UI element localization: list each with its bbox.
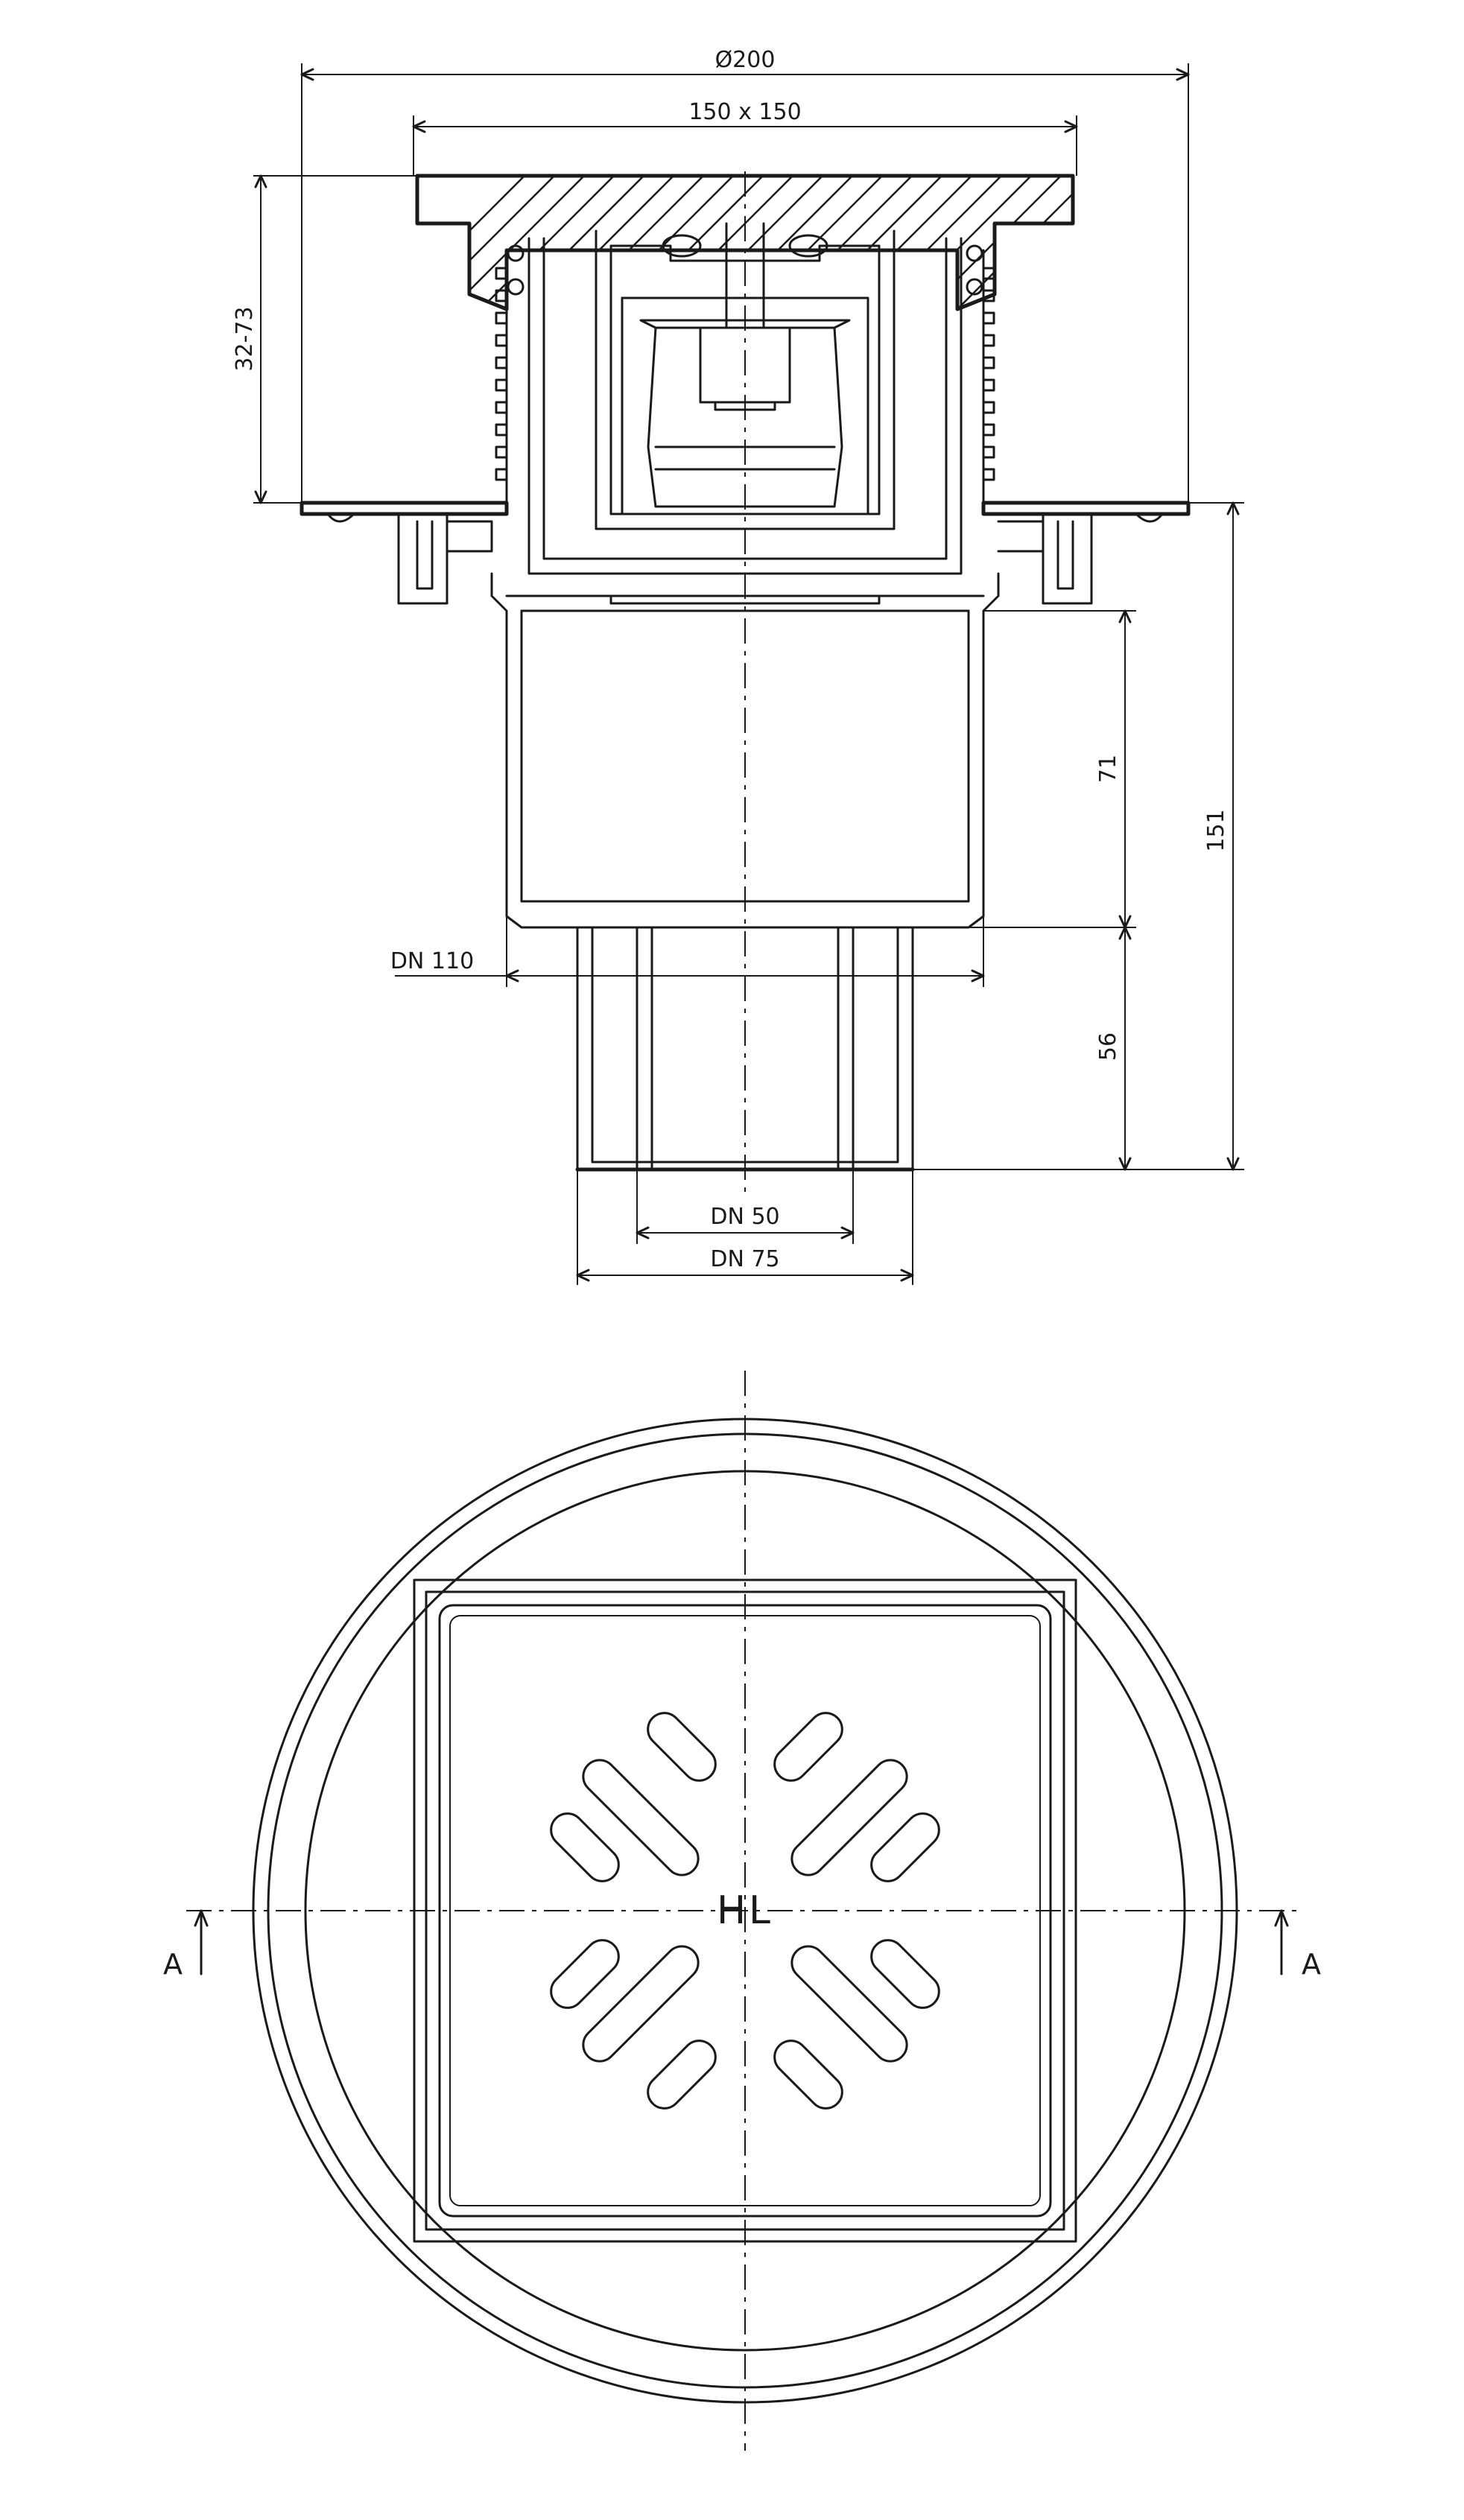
grate-logo: HL: [717, 1888, 773, 1933]
dimension-lines: [253, 63, 1244, 1285]
section-marker-left: [194, 1909, 209, 1975]
section-view: Ø200 150 x 150 32-73 71 151 56 DN 110 DN…: [232, 47, 1244, 1285]
dim-lower-spigot-label: 56: [1095, 1032, 1121, 1061]
plan-view: HL A A: [163, 1371, 1321, 2451]
flange-ring-3: [304, 1470, 1186, 2352]
flange-outer-ring: [252, 1418, 1238, 2404]
sealing-flange: [300, 501, 1191, 605]
outlet-dn110: [490, 572, 1000, 929]
dim-upper-body-label: 71: [1095, 755, 1121, 783]
section-label-right: A: [1302, 1948, 1321, 1981]
section-label-left: A: [163, 1948, 183, 1981]
odour-trap-insert: [595, 222, 896, 530]
grate-plate: [438, 1604, 1052, 2218]
grate-slots: [550, 1712, 940, 2110]
outlet-spigot: [575, 926, 915, 1172]
dim-total-label: 151: [1203, 809, 1229, 851]
dim-dn50-label: DN 50: [710, 1204, 779, 1230]
section-marker-right: [1274, 1909, 1289, 1975]
grate-frame-outer: [413, 1578, 1077, 2243]
dim-height-range-label: 32-73: [232, 306, 258, 371]
dim-diameter-label: Ø200: [715, 47, 776, 73]
grate-plate-inner: [449, 1615, 1041, 2206]
ribbed-body: [495, 237, 995, 575]
grate-frame-inner: [425, 1590, 1065, 2231]
dim-grate-label: 150 x 150: [688, 99, 801, 125]
flange-ring-2: [267, 1432, 1223, 2389]
dim-dn110-label: DN 110: [390, 948, 474, 974]
dim-dn75-label: DN 75: [710, 1246, 779, 1272]
